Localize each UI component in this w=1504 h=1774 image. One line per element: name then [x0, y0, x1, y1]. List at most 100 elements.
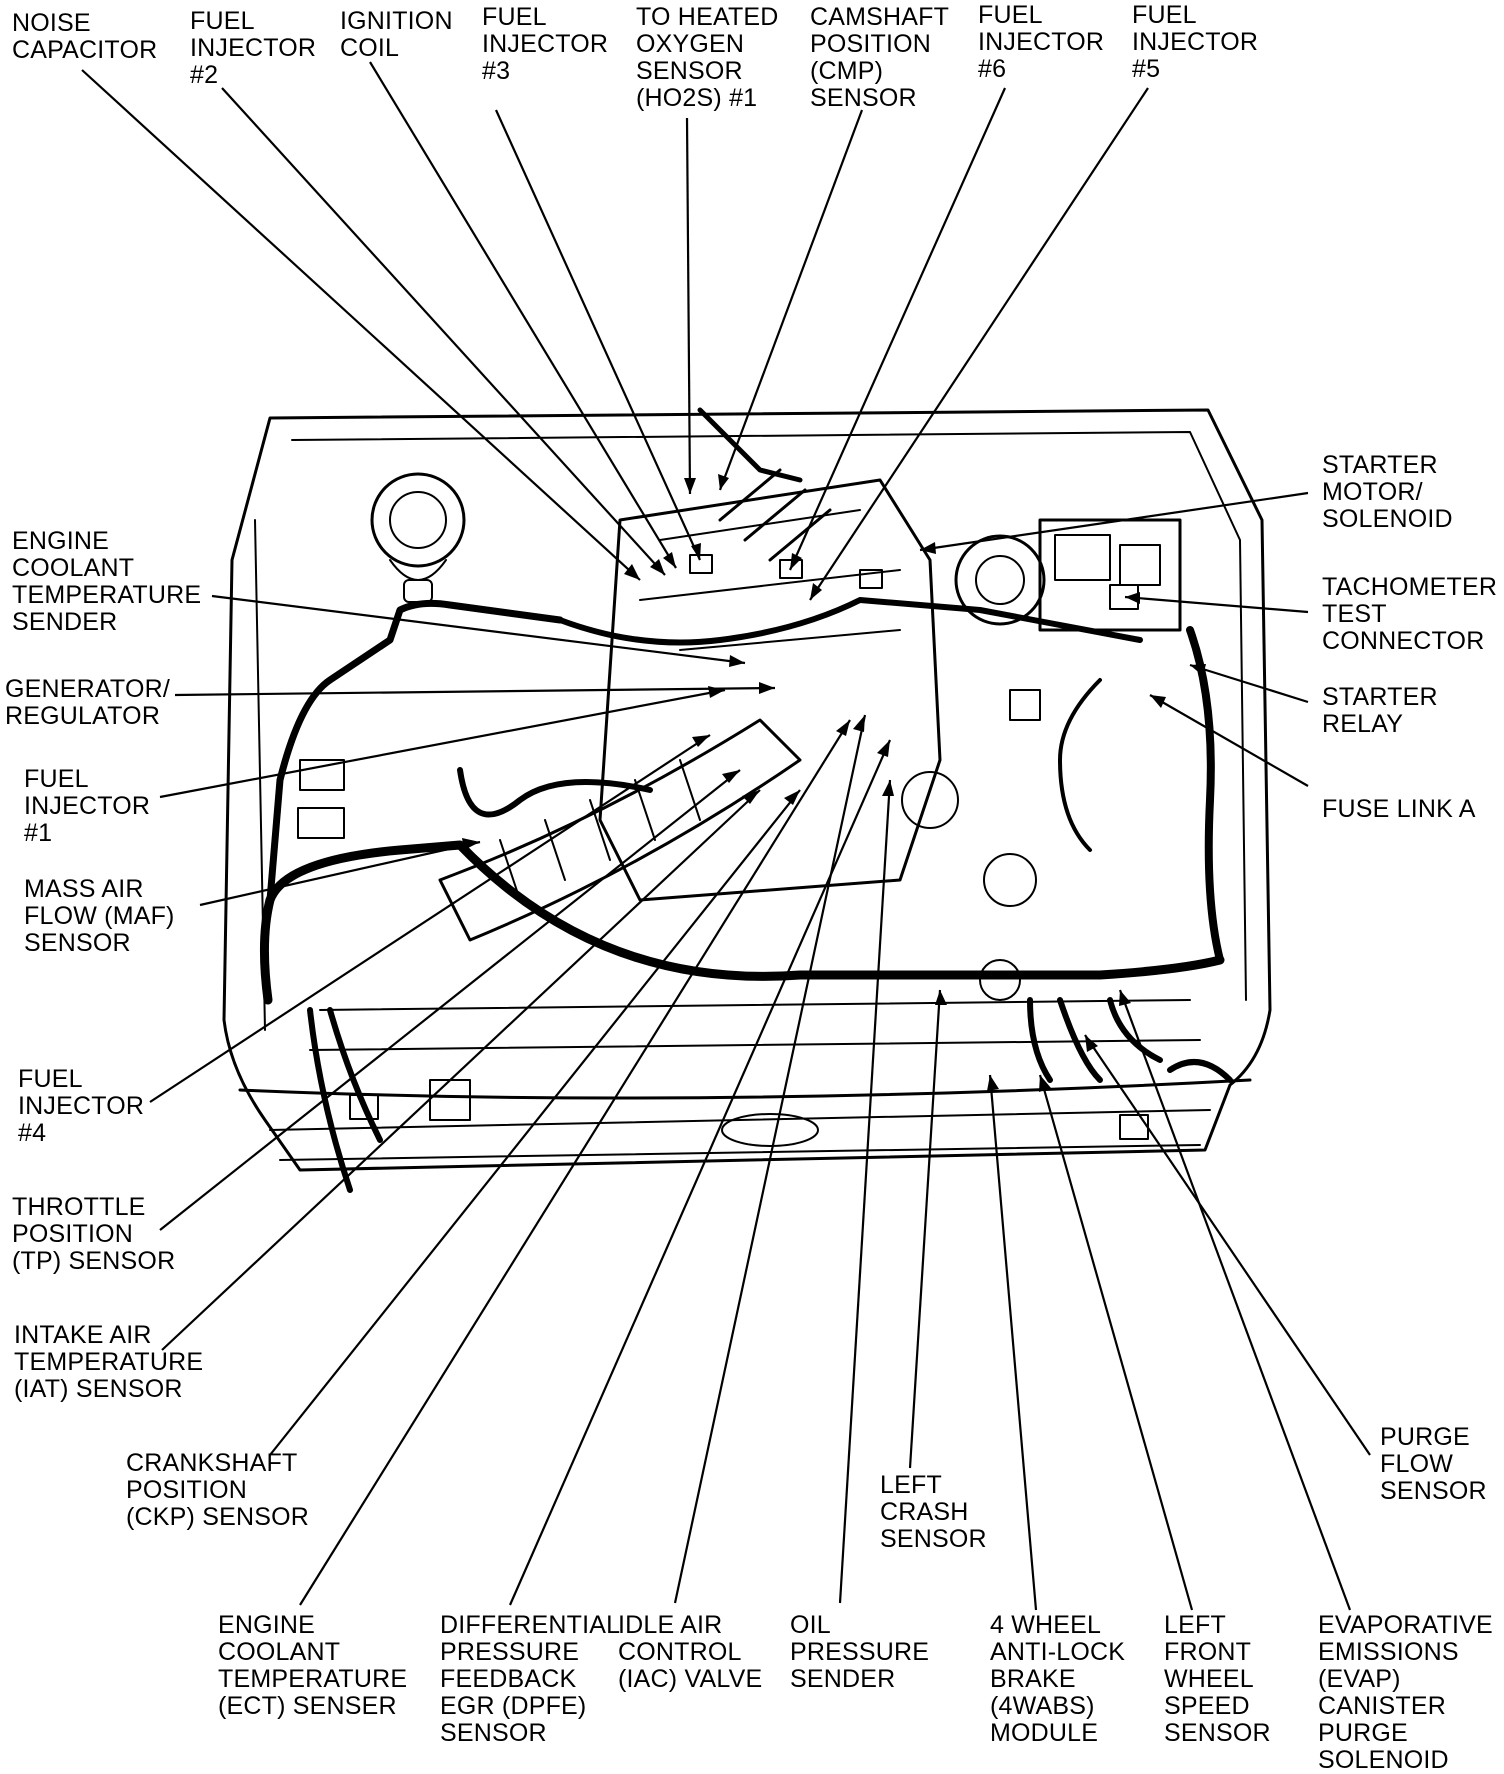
- label-line: CRANKSHAFT: [126, 1449, 298, 1477]
- label-line: INJECTOR: [18, 1092, 145, 1120]
- label-line: OIL: [790, 1611, 831, 1639]
- label-line: TEMPERATURE: [14, 1348, 204, 1376]
- label-line: (4WABS): [990, 1692, 1095, 1720]
- label-fuse-link-a: FUSE LINK A: [1322, 796, 1476, 823]
- label-line: INJECTOR: [24, 792, 151, 820]
- label-line: REGULATOR: [5, 702, 161, 730]
- label-line: FUEL: [1132, 1, 1197, 29]
- label-line: CANISTER: [1318, 1692, 1447, 1720]
- label-line: SENSOR: [24, 929, 131, 957]
- label-line: MASS AIR: [24, 875, 144, 903]
- label-generator-regulator: GENERATOR/REGULATOR: [5, 676, 170, 730]
- label-line: IDLE AIR: [618, 1611, 723, 1639]
- label-line: PURGE: [1380, 1423, 1470, 1451]
- label-line: DIFFERENTIAL: [440, 1611, 621, 1639]
- label-line: WHEEL: [1164, 1665, 1254, 1693]
- label-line: TEST: [1322, 600, 1387, 628]
- label-line: EGR (DPFE): [440, 1692, 587, 1720]
- label-line: CRASH: [880, 1498, 969, 1526]
- label-line: POSITION: [810, 30, 932, 58]
- label-line: TEMPERATURE: [12, 581, 202, 609]
- label-line: #2: [190, 61, 219, 89]
- label-line: (CKP) SENSOR: [126, 1503, 309, 1531]
- label-line: IGNITION: [340, 7, 453, 35]
- label-line: SENSOR: [1164, 1719, 1271, 1747]
- label-line: ENGINE: [218, 1611, 316, 1639]
- label-line: TEMPERATURE: [218, 1665, 408, 1693]
- label-line: SENDER: [790, 1665, 896, 1693]
- label-line: ENGINE: [12, 527, 110, 555]
- label-line: FUEL: [24, 765, 89, 793]
- label-line: (EVAP): [1318, 1665, 1401, 1693]
- label-line: (IAT) SENSOR: [14, 1375, 183, 1403]
- label-line: (TP) SENSOR: [12, 1247, 176, 1275]
- label-line: TO HEATED: [636, 3, 779, 31]
- label-line: NOISE: [12, 9, 91, 37]
- leader-lines: [81, 61, 1371, 1611]
- label-line: POSITION: [126, 1476, 248, 1504]
- label-line: RELAY: [1322, 710, 1404, 738]
- label-line: THROTTLE: [12, 1193, 146, 1221]
- label-line: BRAKE: [990, 1665, 1076, 1693]
- label-line: CONTROL: [618, 1638, 742, 1666]
- label-line: #4: [18, 1119, 47, 1147]
- label-line: (HO2S) #1: [636, 84, 758, 112]
- label-line: FUEL: [18, 1065, 83, 1093]
- label-line: (CMP): [810, 57, 884, 85]
- label-line: SOLENOID: [1318, 1746, 1449, 1774]
- label-line: LEFT: [1164, 1611, 1226, 1639]
- label-line: POSITION: [12, 1220, 134, 1248]
- label-line: 4 WHEEL: [990, 1611, 1102, 1639]
- label-line: SENSOR: [810, 84, 917, 112]
- label-line: FLOW: [1380, 1450, 1454, 1478]
- label-line: PRESSURE: [440, 1638, 580, 1666]
- label-line: MODULE: [990, 1719, 1099, 1747]
- leader-arrowheads: [462, 474, 1206, 1092]
- label-line: SOLENOID: [1322, 505, 1453, 533]
- label-line: INTAKE AIR: [14, 1321, 152, 1349]
- label-line: COOLANT: [12, 554, 135, 582]
- label-line: FEEDBACK: [440, 1665, 577, 1693]
- label-line: TACHOMETER: [1322, 573, 1498, 601]
- label-line: PRESSURE: [790, 1638, 930, 1666]
- label-line: INJECTOR: [190, 34, 317, 62]
- label-line: STARTER: [1322, 683, 1438, 711]
- label-line: SENSOR: [880, 1525, 987, 1553]
- label-line: FLOW (MAF): [24, 902, 175, 930]
- label-line: INJECTOR: [978, 28, 1105, 56]
- label-line: FRONT: [1164, 1638, 1252, 1666]
- label-line: FUEL: [190, 7, 255, 35]
- label-line: STARTER: [1322, 451, 1438, 479]
- label-line: EVAPORATIVE: [1318, 1611, 1493, 1639]
- label-line: SENSOR: [636, 57, 743, 85]
- label-line: COOLANT: [218, 1638, 341, 1666]
- wiring-harness: [259, 407, 1233, 1193]
- label-line: #5: [1132, 55, 1161, 83]
- label-line: CONNECTOR: [1322, 627, 1485, 655]
- label-line: #3: [482, 57, 511, 85]
- label-line: CAPACITOR: [12, 36, 158, 64]
- label-line: MOTOR/: [1322, 478, 1423, 506]
- label-line: PURGE: [1318, 1719, 1408, 1747]
- label-line: (IAC) VALVE: [618, 1665, 763, 1693]
